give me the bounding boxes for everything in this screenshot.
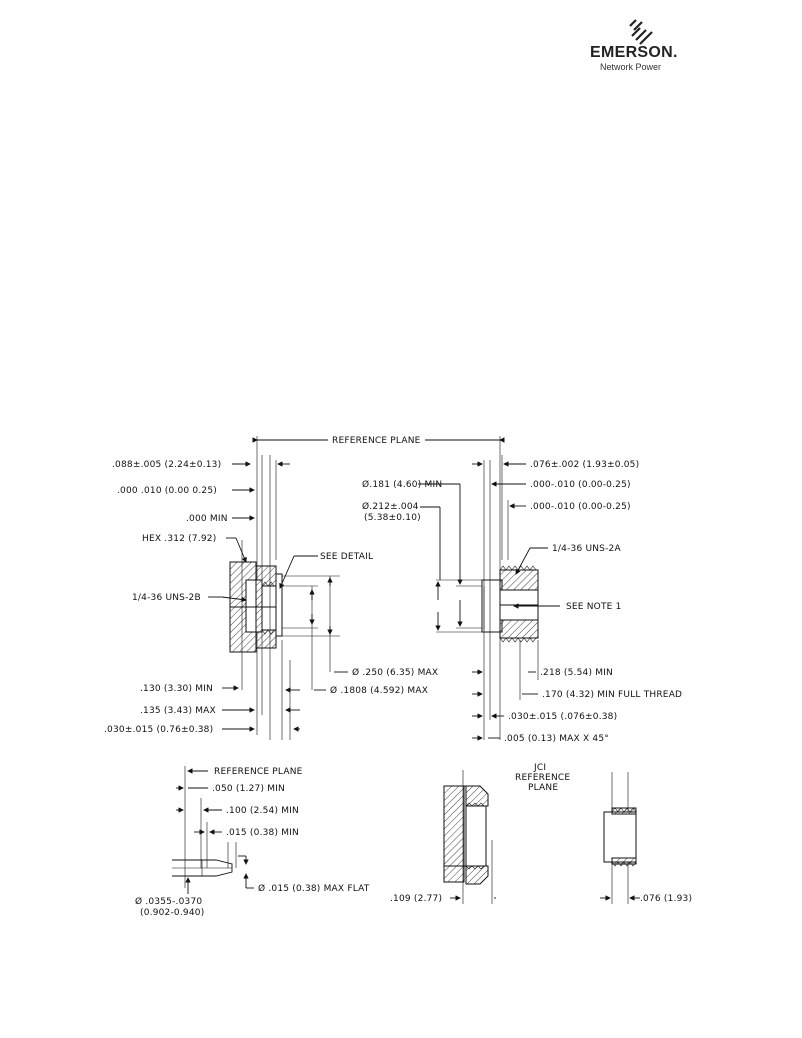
dim-000-010-left: .000 .010 (0.00 0.25) xyxy=(117,486,217,496)
dim-dia-212: Ø.212±.004 xyxy=(362,501,419,512)
dim-005: .005 (0.13) MAX X 45° xyxy=(504,734,609,744)
dim-dia-212-mm: (5.38±0.10) xyxy=(364,513,421,523)
left-extension-lines xyxy=(241,455,340,740)
jci-detail-left-section xyxy=(443,770,496,904)
dim-030-right: .030±.015 (.076±0.38) xyxy=(508,712,617,722)
left-leaders xyxy=(208,461,348,732)
jci-detail-right-section xyxy=(600,772,640,904)
emerson-wordmark: EMERSON. xyxy=(590,44,678,61)
dim-000-min: .000 MIN xyxy=(186,514,228,524)
emerson-logo: EMERSON. Network Power xyxy=(588,18,688,74)
right-connector-section xyxy=(481,565,539,643)
dim-109: .109 (2.77) xyxy=(390,894,442,904)
dim-076-002: .076±.002 (1.93±0.05) xyxy=(530,460,639,470)
thread-right-label: 1/4-36 UNS-2A xyxy=(552,544,621,554)
dim-135: .135 (3.43) MAX xyxy=(140,706,216,716)
right-extension-lines xyxy=(436,455,539,740)
dim-hex: HEX .312 (7.92) xyxy=(142,534,216,544)
emerson-mark-icon xyxy=(629,19,653,45)
dim-pin-015: .015 (0.38) MIN xyxy=(226,828,299,838)
dim-218: .218 (5.54) MIN xyxy=(540,668,613,678)
thread-left-label: 1/4-36 UNS-2B xyxy=(132,593,201,603)
see-detail-label: SEE DETAIL xyxy=(320,552,373,562)
dim-076-bottom: .076 (1.93) xyxy=(640,894,692,904)
see-note-label: SEE NOTE 1 xyxy=(566,602,622,612)
dim-dia-250: Ø .250 (6.35) MAX xyxy=(352,667,438,678)
dim-000-010-right-a: .000-.010 (0.00-0.25) xyxy=(530,480,631,490)
dim-170: .170 (4.32) MIN FULL THREAD xyxy=(542,690,682,700)
ref-plane-top-label: REFERENCE PLANE xyxy=(332,436,421,446)
dim-pin-dia-mm: (0.902-0.940) xyxy=(140,908,204,918)
dim-pin-flat: Ø .015 (0.38) MAX FLAT xyxy=(258,883,370,894)
dim-088: .088±.005 (2.24±0.13) xyxy=(112,460,221,470)
ref-plane-pin-label: REFERENCE PLANE xyxy=(214,767,303,777)
dim-pin-050: .050 (1.27) MIN xyxy=(212,784,285,794)
pin-detail xyxy=(172,766,254,894)
jci-label-3: PLANE xyxy=(528,783,558,793)
dim-130: .130 (3.30) MIN xyxy=(140,684,213,694)
jci-label-2: REFERENCE xyxy=(515,773,570,783)
dim-pin-100: .100 (2.54) MIN xyxy=(226,806,299,816)
dim-pin-dia: Ø .0355-.0370 xyxy=(135,896,202,907)
dim-030-left: .030±.015 (0.76±0.38) xyxy=(104,725,213,735)
left-connector-section xyxy=(229,561,283,653)
dim-000-010-right-b: .000-.010 (0.00-0.25) xyxy=(530,502,631,512)
dim-dia-181: Ø.181 (4.60) MIN xyxy=(362,479,442,490)
right-leaders xyxy=(418,461,560,741)
dim-dia-1808: Ø .1808 (4.592) MAX xyxy=(330,685,428,696)
emerson-subtitle: Network Power xyxy=(600,62,662,72)
jci-label-1: JCI xyxy=(533,763,546,773)
